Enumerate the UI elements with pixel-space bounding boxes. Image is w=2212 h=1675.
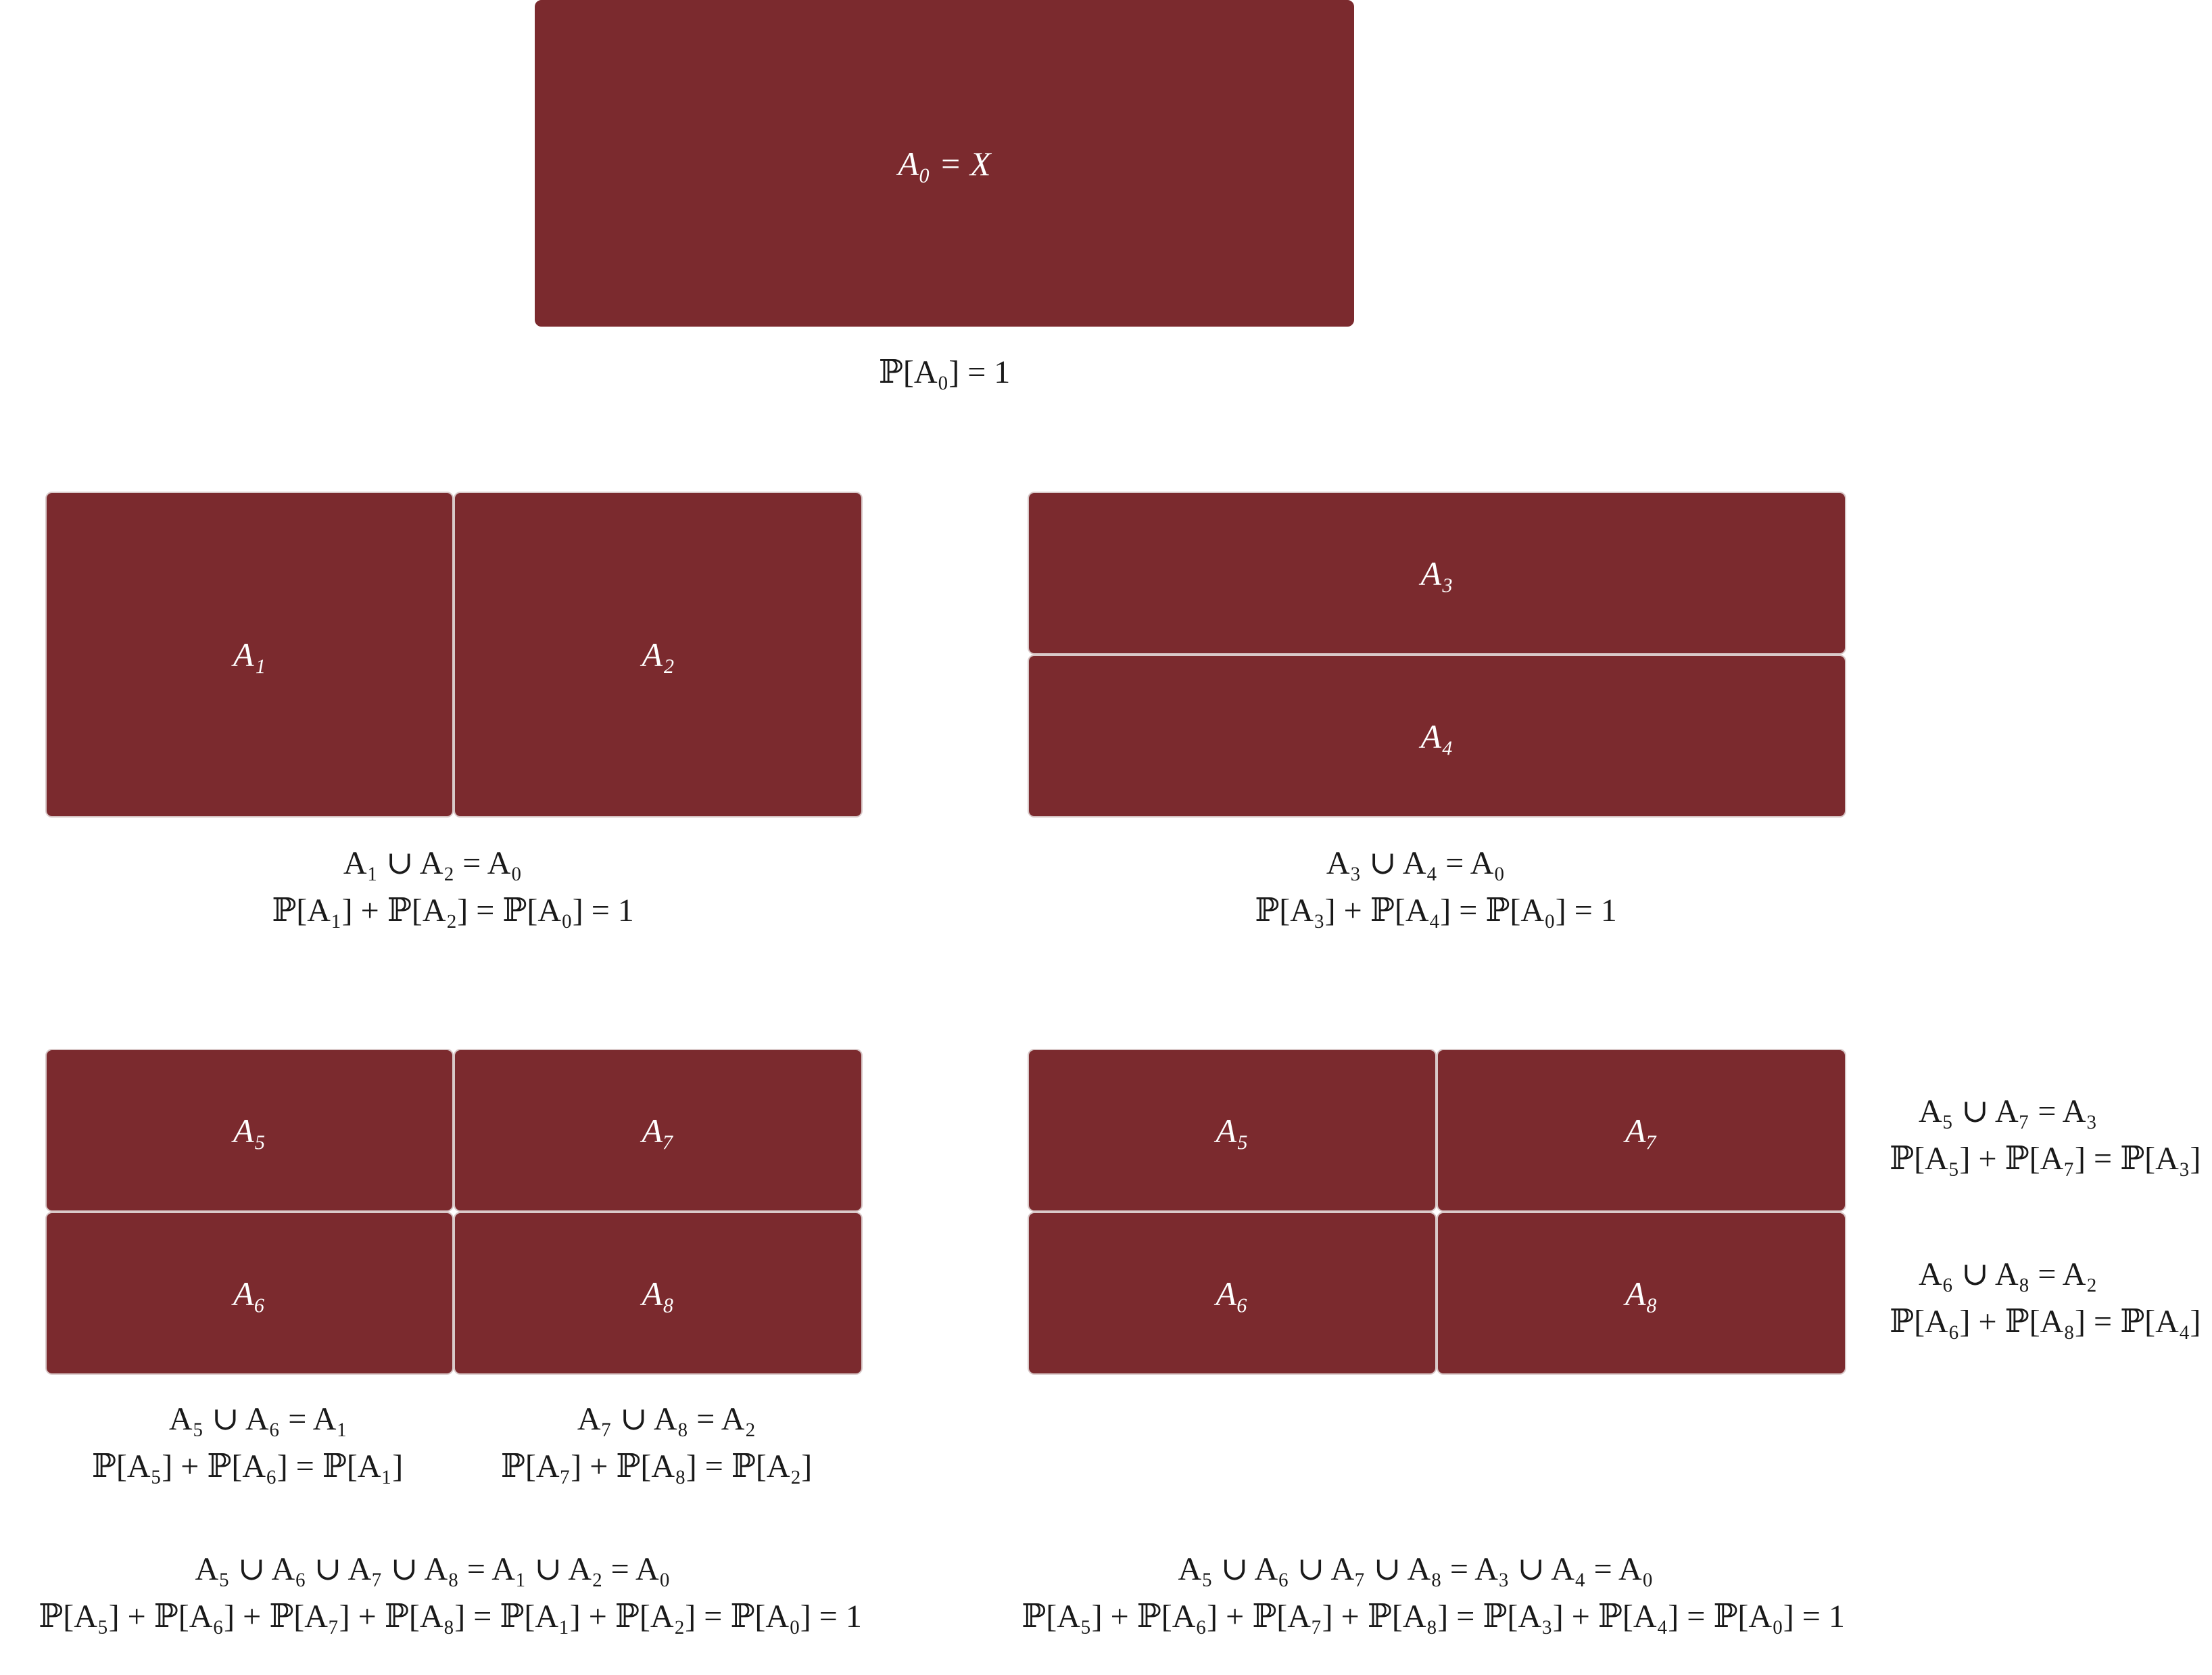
region-a2: A₂ bbox=[454, 492, 863, 818]
region-a1: A₁ bbox=[45, 492, 454, 818]
equation-left-prob: ℙ[A₁] + ℙ[A₂] = ℙ[A₀] = 1 bbox=[272, 893, 634, 928]
equation-q2-prob-b: ℙ[A₆] + ℙ[A₈] = ℙ[A₄] bbox=[1890, 1304, 2201, 1340]
region-a6-right-label: A₆ bbox=[1216, 1274, 1249, 1313]
region-a5-right-label: A₅ bbox=[1216, 1111, 1249, 1150]
region-a7-right-label: A₇ bbox=[1625, 1111, 1658, 1150]
region-a7: A₇ bbox=[454, 1049, 863, 1212]
equation-top-prob: ℙ[A₀] = 1 bbox=[878, 354, 1011, 390]
region-a8: A₈ bbox=[454, 1212, 863, 1375]
equation-left-union: A₁ ∪ A₂ = A₀ bbox=[343, 845, 523, 881]
region-a4: A₄ bbox=[1028, 655, 1846, 818]
equation-q2-prob-a: ℙ[A₅] + ℙ[A₇] = ℙ[A₃] bbox=[1890, 1141, 2201, 1177]
equation-q1-union-a: A₅ ∪ A₆ = A₁ bbox=[168, 1401, 348, 1437]
region-a4-label: A₄ bbox=[1420, 717, 1453, 755]
region-a1-label: A₁ bbox=[233, 636, 266, 674]
equation-bottom-right-prob: ℙ[A₅] + ℙ[A₆] + ℙ[A₇] + ℙ[A₈] = ℙ[A₃] + … bbox=[1021, 1599, 1845, 1634]
region-a5-right: A₅ bbox=[1028, 1049, 1437, 1212]
region-a7-right: A₇ bbox=[1437, 1049, 1846, 1212]
region-a0-label: A₀ = X bbox=[898, 144, 991, 183]
region-a6-label: A₆ bbox=[233, 1274, 266, 1313]
region-a6-right: A₆ bbox=[1028, 1212, 1437, 1375]
equation-q1-prob-a: ℙ[A₅] + ℙ[A₆] = ℙ[A₁] bbox=[91, 1448, 404, 1484]
region-a0: A₀ = X bbox=[535, 0, 1354, 327]
equation-q2-union-a: A₅ ∪ A₇ = A₃ bbox=[1919, 1093, 2098, 1129]
region-a2-label: A₂ bbox=[642, 636, 675, 674]
region-a3: A₃ bbox=[1028, 492, 1846, 655]
region-a3-label: A₃ bbox=[1420, 554, 1453, 592]
region-a5-label: A₅ bbox=[233, 1111, 266, 1150]
equation-right-union: A₃ ∪ A₄ = A₀ bbox=[1326, 845, 1506, 881]
region-a8-right-label: A₈ bbox=[1625, 1274, 1658, 1313]
region-a5: A₅ bbox=[45, 1049, 454, 1212]
region-a6: A₆ bbox=[45, 1212, 454, 1375]
equation-q2-union-b: A₆ ∪ A₈ = A₂ bbox=[1919, 1256, 2098, 1292]
equation-bottom-left-prob: ℙ[A₅] + ℙ[A₆] + ℙ[A₇] + ℙ[A₈] = ℙ[A₁] + … bbox=[39, 1599, 862, 1634]
region-a8-right: A₈ bbox=[1437, 1212, 1846, 1375]
equation-bottom-right-union: A₅ ∪ A₆ ∪ A₇ ∪ A₈ = A₃ ∪ A₄ = A₀ bbox=[1178, 1551, 1654, 1587]
region-a8-label: A₈ bbox=[642, 1274, 675, 1313]
equation-q1-union-b: A₇ ∪ A₈ = A₂ bbox=[577, 1401, 756, 1437]
equation-q1-prob-b: ℙ[A₇] + ℙ[A₈] = ℙ[A₂] bbox=[500, 1448, 813, 1484]
region-a7-label: A₇ bbox=[642, 1111, 675, 1150]
equation-right-prob: ℙ[A₃] + ℙ[A₄] = ℙ[A₀] = 1 bbox=[1255, 893, 1617, 928]
equation-bottom-left-union: A₅ ∪ A₆ ∪ A₇ ∪ A₈ = A₁ ∪ A₂ = A₀ bbox=[195, 1551, 671, 1587]
